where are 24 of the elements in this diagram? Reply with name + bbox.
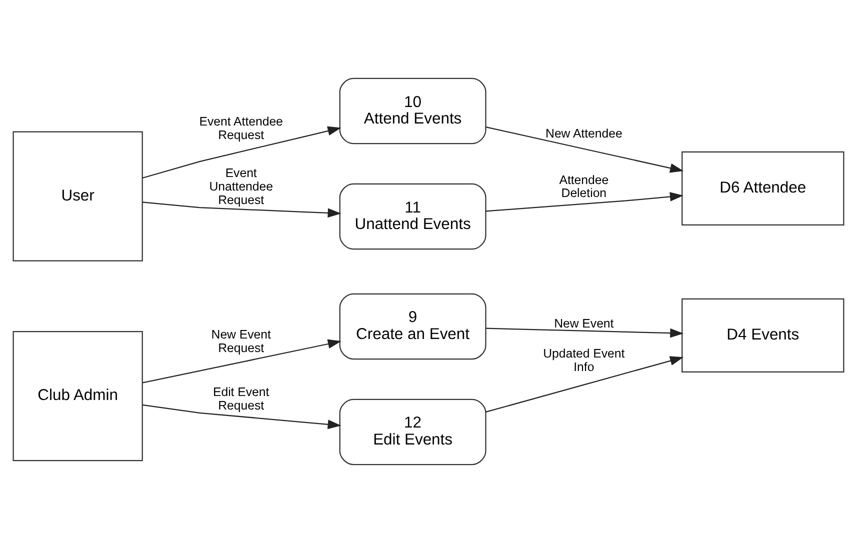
edge-label: Updated Event Info xyxy=(543,346,625,374)
edge-label: New Event Request xyxy=(211,328,271,356)
node-box: D6 Attendee xyxy=(682,151,844,226)
arrow xyxy=(486,356,684,412)
node-box: 11 Unattend Events xyxy=(339,183,486,250)
node-box: User xyxy=(12,131,143,262)
edge-label: New Attendee xyxy=(546,126,622,141)
edge-label: Event Unattendee Request xyxy=(209,166,273,207)
arrow xyxy=(142,202,342,218)
arrow xyxy=(142,339,342,384)
arrow xyxy=(486,126,684,173)
node-box: D4 Events xyxy=(682,298,844,372)
node-box: Club Admin xyxy=(12,330,143,462)
edge-label: Attendee Deletion xyxy=(559,172,609,200)
edge-label: New Event xyxy=(554,316,614,330)
node-box: 10 Attend Events xyxy=(339,78,486,144)
arrow xyxy=(486,328,684,338)
edge-label: Event Attendee Request xyxy=(199,114,283,142)
arrow xyxy=(142,404,342,430)
arrow xyxy=(486,192,684,212)
node-box: 12 Edit Events xyxy=(339,398,486,466)
arrow xyxy=(142,126,342,179)
edge-label: Edit Event Request xyxy=(213,384,270,412)
node-box: 9 Create an Event xyxy=(339,293,486,360)
